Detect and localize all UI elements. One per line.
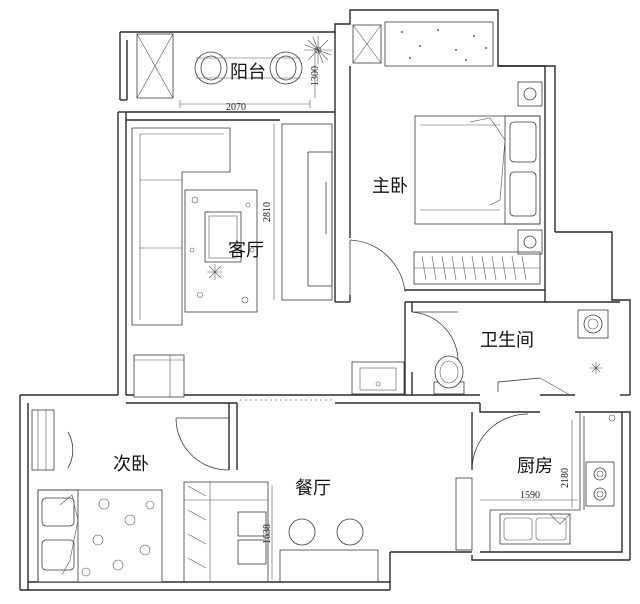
master-furniture xyxy=(349,81,543,295)
label-master-bedroom: 主卧 xyxy=(372,176,408,197)
label-bathroom: 卫生间 xyxy=(480,330,534,351)
dim-balcony-depth: 1300 xyxy=(310,66,321,86)
living-furniture xyxy=(131,123,333,398)
kitchen-fixtures xyxy=(455,412,616,552)
dining-furniture xyxy=(279,518,379,583)
dim-balcony-width: 2070 xyxy=(226,102,246,113)
label-living-room: 客厅 xyxy=(228,240,264,261)
dim-living-depth: 2810 xyxy=(262,202,273,222)
balcony-furniture xyxy=(136,21,494,108)
label-second-bedroom: 次卧 xyxy=(113,454,149,475)
bathroom-fixtures xyxy=(351,309,609,396)
label-balcony: 阳台 xyxy=(230,62,266,83)
dim-kitchen-depth: 2180 xyxy=(560,468,571,488)
label-kitchen: 厨房 xyxy=(517,456,553,477)
second-bedroom-furniture xyxy=(31,409,273,583)
balcony-dots xyxy=(400,28,488,62)
dim-dining-depth: 1638 xyxy=(262,524,273,544)
label-dining-room: 餐厅 xyxy=(295,478,331,499)
walls xyxy=(19,9,631,591)
dim-kitchen-width: 1590 xyxy=(520,490,540,501)
